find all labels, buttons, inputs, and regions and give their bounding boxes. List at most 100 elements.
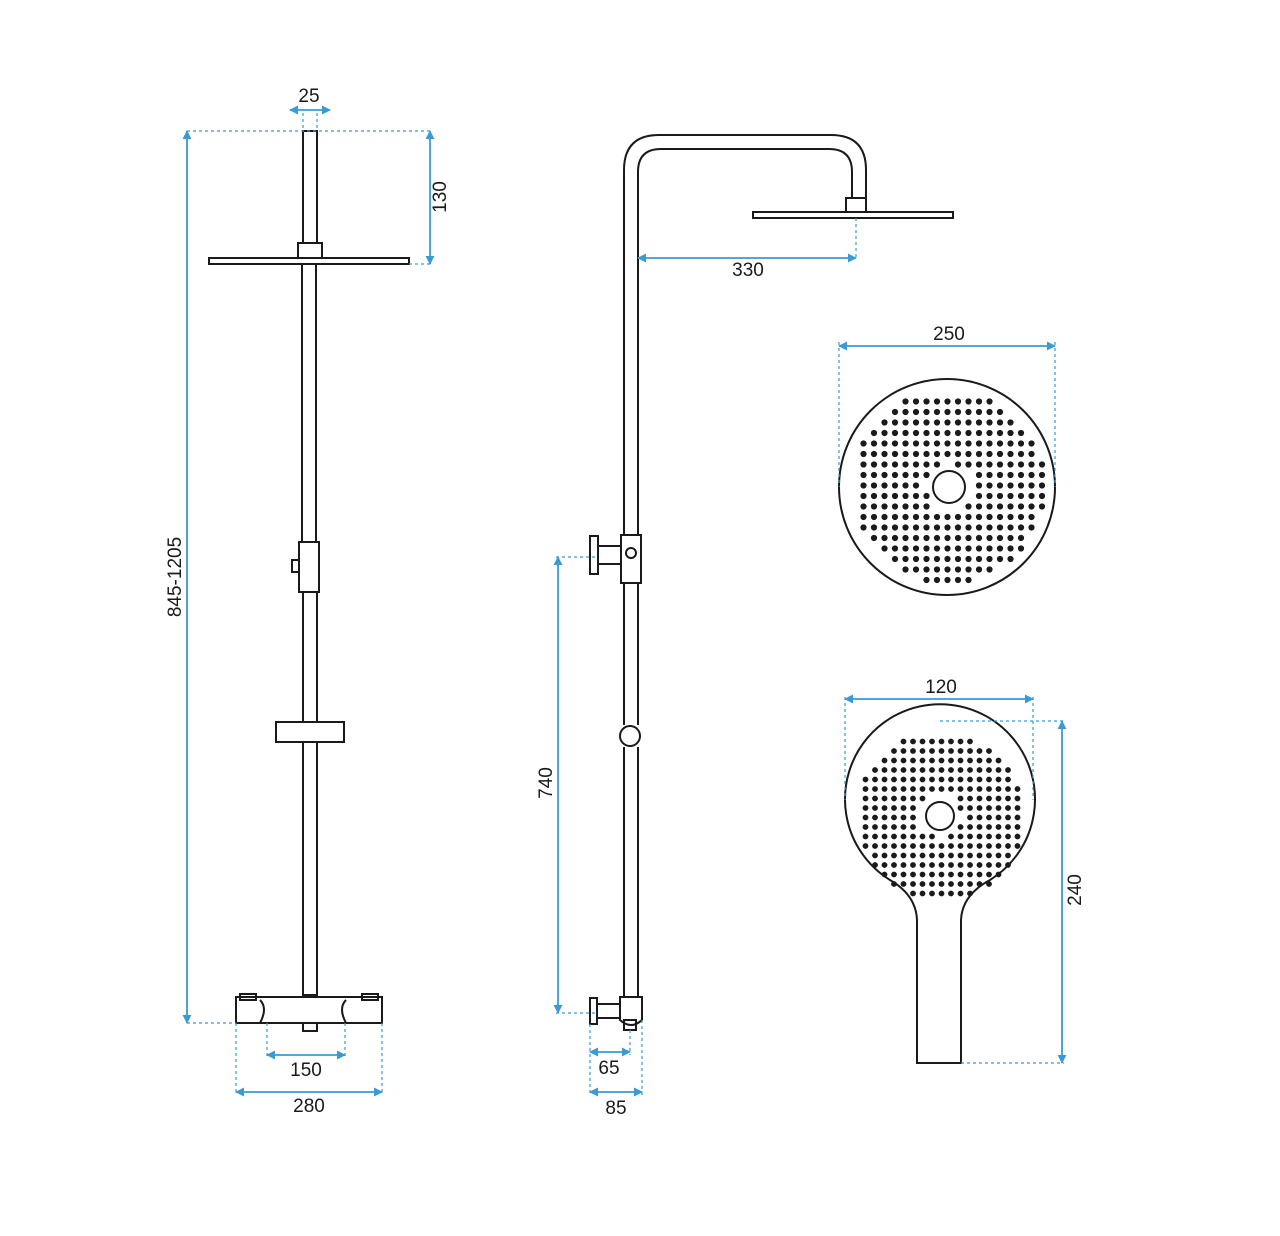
nozzle-dot <box>1028 492 1035 500</box>
nozzle-dot <box>923 419 930 426</box>
nozzle-dot <box>965 513 972 521</box>
nozzle-dot <box>975 545 983 552</box>
nozzle-dot <box>1005 862 1011 868</box>
nozzle-dot <box>900 767 907 773</box>
nozzle-dot <box>986 871 992 878</box>
nozzle-dot <box>923 450 930 458</box>
nozzle-dot <box>891 805 897 811</box>
nozzle-dot <box>923 471 930 479</box>
nozzle-dot <box>881 843 888 849</box>
nozzle-dot <box>912 440 920 447</box>
nozzle-dot <box>900 833 907 840</box>
nozzle-dot <box>1028 503 1035 510</box>
nozzle-dot <box>872 814 878 821</box>
dim-mixer-height: 740 <box>536 767 557 799</box>
nozzle-dot <box>912 555 920 563</box>
nozzle-dot <box>919 776 926 783</box>
nozzle-dot <box>954 555 962 563</box>
side-head-connector <box>845 197 867 213</box>
side-diverter-stem <box>597 545 622 565</box>
nozzle-dot <box>872 767 878 773</box>
nozzle-dot <box>870 461 878 468</box>
nozzle-dot <box>976 795 983 802</box>
nozzle-dot <box>933 440 941 447</box>
nozzle-dot <box>976 757 983 764</box>
nozzle-dot <box>954 419 962 426</box>
nozzle-dot <box>929 757 935 764</box>
nozzle-dot <box>1005 833 1011 840</box>
nozzle-dot <box>902 440 909 447</box>
nozzle-dot <box>938 767 945 773</box>
nozzle-dot <box>912 524 920 531</box>
nozzle-dot <box>1007 534 1014 542</box>
nozzle-dot <box>933 545 941 552</box>
nozzle-dot <box>967 862 973 868</box>
nozzle-dot <box>912 566 920 573</box>
nozzle-dot <box>975 419 983 426</box>
nozzle-dot <box>948 767 954 773</box>
nozzle-dot <box>919 852 926 859</box>
nozzle-dot <box>944 408 951 416</box>
nozzle-dot <box>900 748 907 754</box>
nozzle-dot <box>944 429 951 437</box>
nozzle-dot <box>891 833 897 840</box>
nozzle-dot <box>965 429 972 437</box>
nozzle-dot <box>900 757 907 764</box>
nozzle-dot <box>976 814 983 821</box>
nozzle-dot <box>965 503 972 510</box>
nozzle-dot <box>929 786 935 792</box>
nozzle-dot <box>965 408 972 416</box>
nozzle-dot <box>910 862 916 868</box>
side-view <box>589 134 954 1031</box>
nozzle-dot <box>910 786 916 792</box>
nozzle-dot <box>957 852 964 859</box>
nozzle-dot <box>891 795 897 802</box>
nozzle-dot <box>910 890 916 897</box>
nozzle-dot <box>957 738 964 745</box>
nozzle-dot <box>1017 461 1025 468</box>
nozzle-dot <box>1007 513 1014 521</box>
hand-shower-view <box>844 703 1036 1064</box>
nozzle-dot <box>938 843 945 849</box>
nozzle-dot <box>919 843 926 849</box>
nozzle-dot <box>1028 482 1035 489</box>
nozzle-dot <box>1017 503 1025 510</box>
nozzle-dot <box>944 419 951 426</box>
nozzle-dot <box>881 767 888 773</box>
nozzle-dot <box>862 843 869 849</box>
nozzle-dot <box>975 524 983 531</box>
nozzle-dot <box>1007 545 1014 552</box>
nozzle-dot <box>954 524 962 531</box>
nozzle-dot <box>986 805 992 811</box>
nozzle-dot <box>944 513 951 521</box>
nozzle-dot <box>912 492 920 500</box>
nozzle-dot <box>870 513 878 521</box>
front-top-pipe <box>302 130 318 244</box>
nozzle-dot <box>933 408 941 416</box>
nozzle-dot <box>995 776 1002 783</box>
nozzle-dot <box>986 492 993 500</box>
nozzle-dot <box>965 398 972 405</box>
nozzle-dot <box>1007 524 1014 531</box>
nozzle-dot <box>1028 471 1035 479</box>
nozzle-dot <box>954 461 962 468</box>
nozzle-dot <box>986 398 993 405</box>
nozzle-dot <box>986 776 992 783</box>
nozzle-dot <box>975 482 983 489</box>
nozzle-dot <box>948 862 954 868</box>
nozzle-dot <box>929 881 935 887</box>
nozzle-dot <box>1017 471 1025 479</box>
nozzle-dot <box>891 513 899 521</box>
nozzle-dot <box>938 738 945 745</box>
nozzle-dot <box>1007 419 1014 426</box>
nozzle-dot <box>933 461 941 468</box>
hand-shower-center <box>925 801 955 831</box>
nozzle-dot <box>891 492 899 500</box>
nozzle-dot <box>870 482 878 489</box>
nozzle-dot <box>860 471 867 479</box>
nozzle-dot <box>954 398 962 405</box>
nozzle-dot <box>923 576 930 584</box>
side-dimensions: 330 740 65 85 <box>536 218 857 1119</box>
nozzle-dot <box>986 471 993 479</box>
side-mixer-knob <box>596 1003 621 1019</box>
